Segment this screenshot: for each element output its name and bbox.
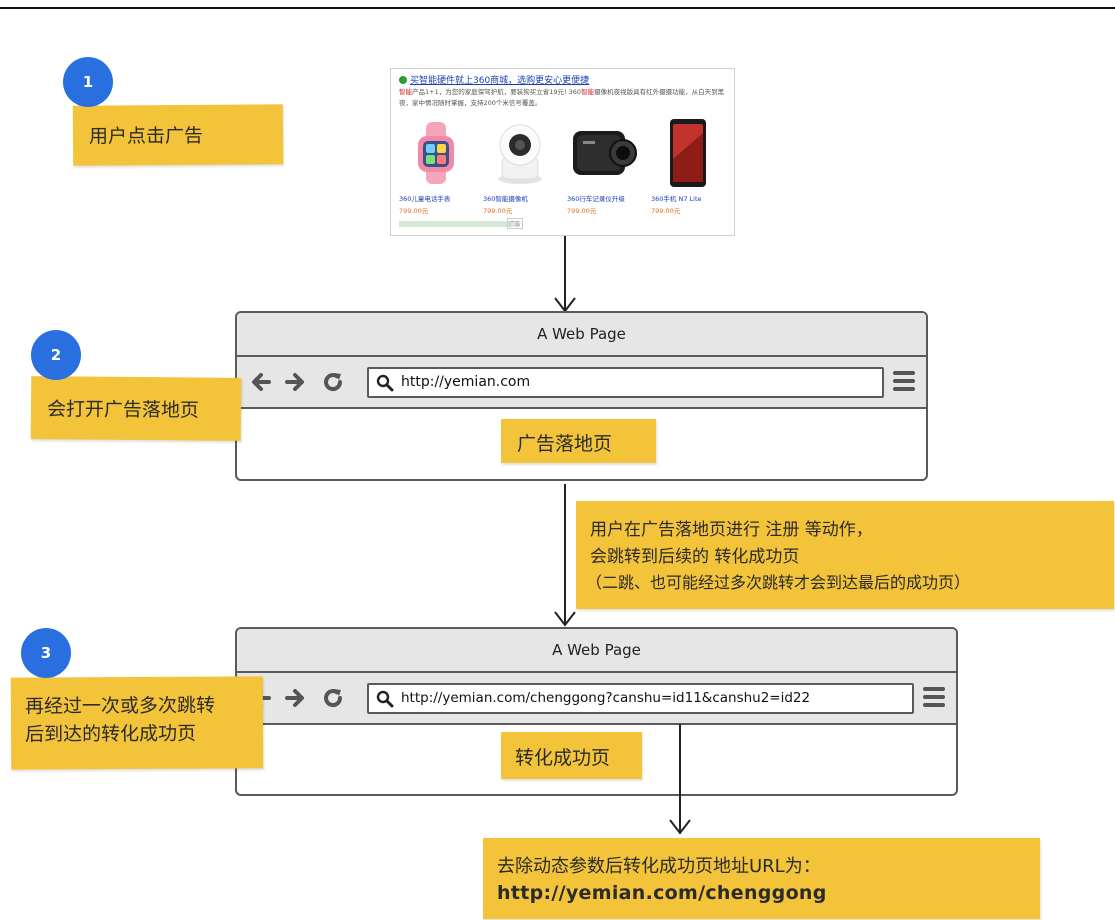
forward-arrow-icon[interactable] [283,370,307,394]
ad-desc-part-1: 产品1+1，为您的家庭保驾护航，要装狗买立省19元! 360 [412,88,582,96]
url-text: http://yemian.com [401,374,531,390]
redirect-note-line3: （二跳、也可能经过多次跳转才会到达最后的成功页） [586,573,971,592]
step-badge-3: 3 [21,628,71,678]
product-name[interactable]: 360智能摄像机 [483,195,528,203]
clean-url-caption: 去除动态参数后转化成功页地址URL为： [497,856,821,877]
ad-desc-highlight-1: 智能 [399,88,412,96]
back-arrow-icon[interactable] [249,370,273,394]
url-bar[interactable]: http://yemian.com/chenggong?canshu=id11&… [367,683,914,714]
ad-product-phone[interactable]: 360手机 N7 Lite 799.00元 [651,119,725,215]
arrow-landing-to-success [554,484,576,627]
product-name[interactable]: 360儿童电话手表 [399,195,451,203]
phone-image [651,119,725,187]
note-step1: 用户点击广告 [72,104,284,166]
landing-page-label: 广告落地页 [517,433,613,455]
ad-product-watch[interactable]: 360儿童电话手表 799.00元 [399,119,473,215]
browser-title: A Web Page [237,629,956,673]
browser-toolbar: http://yemian.com/chenggong?canshu=id11&… [237,673,956,725]
search-icon [376,374,394,392]
note-landing-page: 广告落地页 [501,419,656,463]
hamburger-menu-icon[interactable] [893,371,915,391]
product-price: 799.00元 [651,207,681,215]
camera-image [483,119,557,187]
ad-preview[interactable]: 买智能硬件就上360商城，选购更安心更便捷 智能产品1+1，为您的家庭保驾护航，… [390,68,735,236]
ad-desc-highlight-2: 智能 [581,88,595,96]
redirect-note-line1: 用户在广告落地页进行 注册 等动作， [590,520,873,540]
ad-product-dashcam[interactable]: 360行车记录仪升级 799.00元 [567,119,641,215]
note-redirect-explanation: 用户在广告落地页进行 注册 等动作， 会跳转到后续的 转化成功页 （二跳、也可能… [576,501,1114,609]
ad-title[interactable]: 买智能硬件就上360商城，选购更安心更便捷 [399,73,589,86]
watch-image [399,119,473,187]
ad-description: 智能产品1+1，为您的家庭保驾护航，要装狗买立省19元! 360智能摄像机夜视版… [399,87,729,109]
url-bar[interactable]: http://yemian.com [367,367,884,398]
note-clean-url: 去除动态参数后转化成功页地址URL为： http://yemian.com/ch… [483,838,1040,919]
forward-arrow-icon[interactable] [283,686,307,710]
search-icon [376,690,394,708]
ad-desc-part-2: 摄像机夜视版具有红外摄摄功能，从白天到黑夜，家中情况随时掌握，支持200个米信号… [399,88,725,107]
reload-icon[interactable] [321,686,345,710]
browser-toolbar: http://yemian.com [237,357,926,409]
ad-url-blurred [399,221,519,227]
success-page-label: 转化成功页 [515,747,611,769]
product-name[interactable]: 360手机 N7 Lite [651,195,702,203]
dashcam-image [567,119,641,187]
ad-product-camera[interactable]: 360智能摄像机 799.00元 [483,119,557,215]
note-step2-text: 会打开广告落地页 [46,398,200,422]
product-price: 799.00元 [399,207,429,215]
ad-brand-icon [399,76,407,84]
ad-title-text: 买智能硬件就上360商城，选购更安心更便捷 [410,76,590,86]
note-step3: 再经过一次或多次跳转 后到达的转化成功页 [10,676,264,770]
product-price: 799.00元 [567,207,597,215]
step-badge-2: 2 [31,330,81,380]
product-name[interactable]: 360行车记录仪升级 [567,195,625,203]
clean-url-text: http://yemian.com/chenggong [497,882,827,904]
browser-title: A Web Page [237,313,926,357]
arrow-to-clean-url [669,724,691,835]
step-badge-1: 1 [63,57,113,107]
top-rule [0,7,1115,9]
redirect-note-line2: 会跳转到后续的 转化成功页 [590,547,800,567]
url-text: http://yemian.com/chenggong?canshu=id11&… [401,690,811,706]
note-step3-line2: 后到达的转化成功页 [25,722,197,746]
note-step2: 会打开广告落地页 [30,376,242,441]
arrow-ad-to-landing [554,236,576,313]
hamburger-menu-icon[interactable] [923,687,945,707]
ad-label-tag: 广告 [507,218,524,229]
note-step1-text: 用户点击广告 [88,124,204,148]
product-price: 799.00元 [483,207,513,215]
reload-icon[interactable] [321,370,345,394]
note-step3-line1: 再经过一次或多次跳转 [24,694,215,718]
note-success-page: 转化成功页 [501,732,642,779]
